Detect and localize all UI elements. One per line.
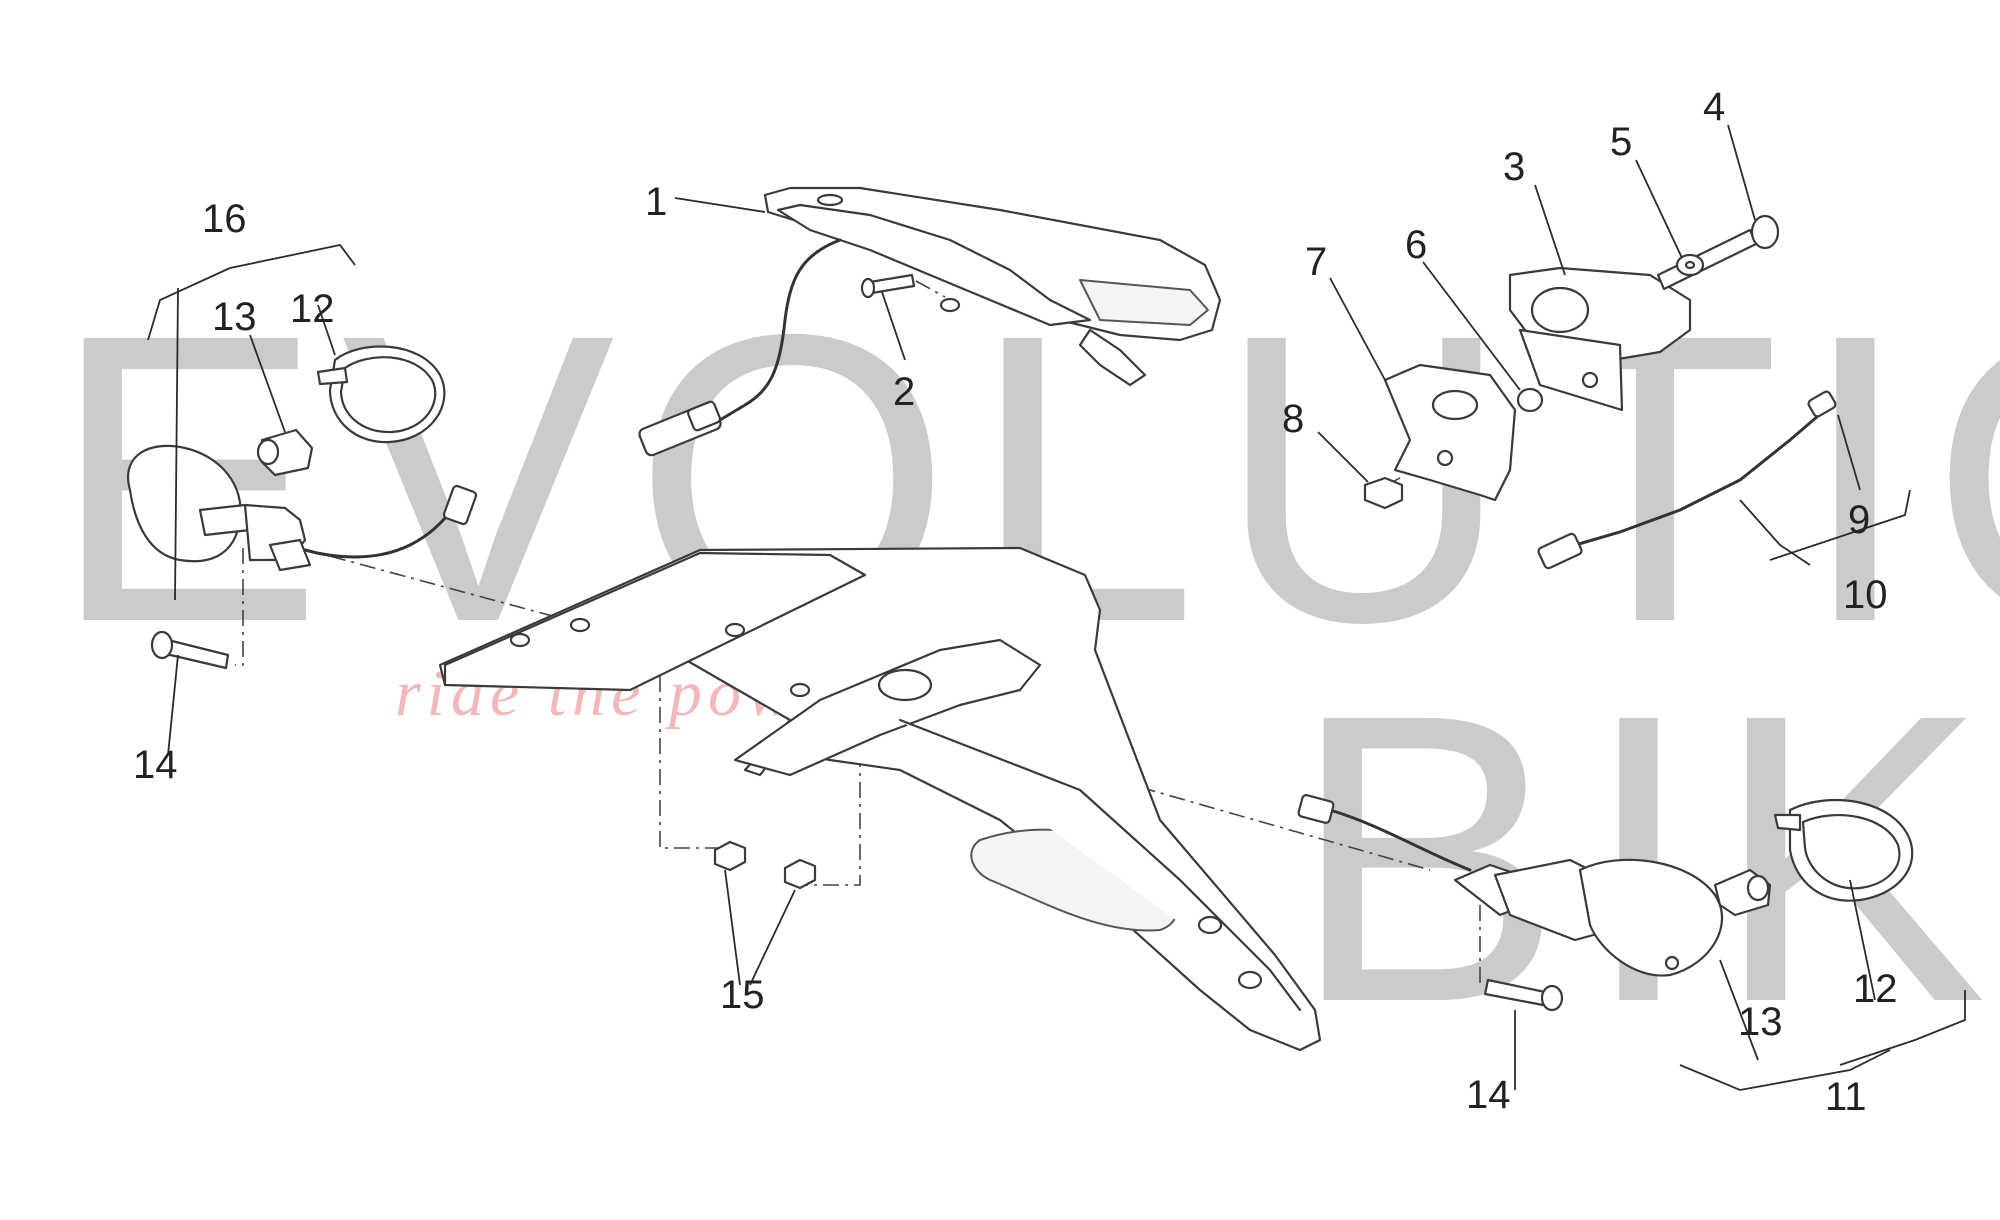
part-8-nut bbox=[1363, 476, 1404, 510]
part-14-right-screw bbox=[1483, 978, 1564, 1012]
part-12-right-lens bbox=[1773, 798, 1914, 902]
callout-13-left: 13 bbox=[212, 295, 257, 339]
part-15-nuts bbox=[713, 840, 817, 890]
callout-15: 15 bbox=[720, 973, 765, 1017]
part-14-left-screw bbox=[150, 630, 230, 670]
part-13-left-bulb bbox=[256, 428, 314, 477]
callout-4: 4 bbox=[1703, 85, 1725, 129]
callout-13-right: 13 bbox=[1738, 1000, 1783, 1044]
part-13-right-bulb bbox=[1713, 868, 1772, 917]
callout-12-right: 12 bbox=[1853, 967, 1898, 1011]
callout-7: 7 bbox=[1305, 240, 1327, 284]
callout-6: 6 bbox=[1405, 223, 1427, 267]
callout-16: 16 bbox=[202, 197, 247, 241]
callout-3: 3 bbox=[1503, 145, 1525, 189]
callout-5: 5 bbox=[1610, 120, 1632, 164]
part-2-screw bbox=[860, 273, 916, 299]
callout-14-right: 14 bbox=[1466, 1073, 1511, 1117]
callout-14-left: 14 bbox=[133, 743, 178, 787]
tail-light-harness bbox=[638, 238, 842, 457]
part-7-bracket-plate bbox=[1383, 363, 1517, 502]
callout-10: 10 bbox=[1843, 573, 1888, 617]
part-3-plate-light-housing bbox=[1508, 266, 1692, 412]
part-11-right-indicator bbox=[1297, 794, 1724, 977]
part-6-grommet bbox=[1516, 387, 1544, 413]
part-9-10-bulb-wire bbox=[1537, 390, 1837, 570]
part-16-left-indicator bbox=[127, 444, 478, 572]
part-12-left-lens bbox=[316, 345, 446, 444]
part-1-tail-light bbox=[763, 186, 1222, 387]
callout-2: 2 bbox=[893, 370, 915, 414]
callout-12-left: 12 bbox=[290, 287, 335, 331]
callout-11: 11 bbox=[1825, 1075, 1867, 1119]
callouts: 1 2 3 4 5 6 7 8 9 10 11 12 12 13 13 14 1… bbox=[133, 85, 1898, 1119]
leader-lines bbox=[147, 124, 1966, 1091]
callout-8: 8 bbox=[1282, 397, 1304, 441]
callout-9: 9 bbox=[1848, 498, 1870, 542]
part-5-washer bbox=[1675, 253, 1705, 277]
license-plate-holder bbox=[438, 546, 1322, 1052]
callout-1: 1 bbox=[645, 180, 667, 224]
